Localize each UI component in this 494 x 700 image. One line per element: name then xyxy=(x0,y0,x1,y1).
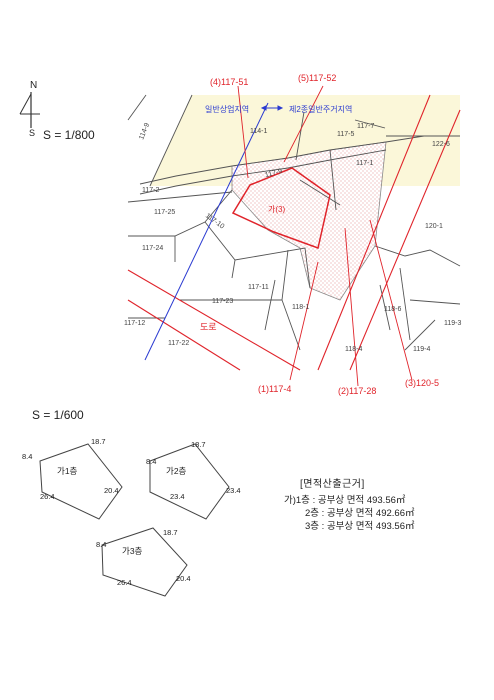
floor2-top-dim: 18.7 xyxy=(191,440,206,449)
parcel-120-1: 120-1 xyxy=(425,223,443,230)
floor3-right-dim: 20.4 xyxy=(176,574,191,583)
south-label: S xyxy=(29,128,36,138)
map-scale: S = 1/800 xyxy=(43,128,95,142)
callout-leaders xyxy=(237,85,413,387)
road-label: 도로 xyxy=(200,322,217,332)
parcel-117-23: 117-23 xyxy=(212,298,234,305)
floor2-bottom-dim: 23.4 xyxy=(170,492,185,501)
parcel-117-7: 117-7 xyxy=(357,123,375,130)
parcel-117-22: 117-22 xyxy=(168,340,190,347)
zone-label-commercial: 일반상업지역 xyxy=(205,105,250,114)
floor2-label: 가2층 xyxy=(166,466,187,476)
zone-boundary-line xyxy=(144,102,269,361)
floor3-top-dim: 18.7 xyxy=(163,528,178,537)
floor-scale: S = 1/600 xyxy=(32,408,84,422)
zone-label-residential: 제2종일반주거지역 xyxy=(289,105,353,114)
parcel-118-6: 118-6 xyxy=(384,306,402,313)
north-label: N xyxy=(30,80,38,91)
parcel-118-4: 118-4 xyxy=(345,346,363,353)
site-outline xyxy=(231,167,331,249)
callout-117-28: (2)117-28 xyxy=(338,386,377,396)
floor1-bottom-dim: 26.4 xyxy=(40,492,55,501)
floor-plans xyxy=(39,443,230,597)
parcel-122-6: 122-6 xyxy=(432,141,450,148)
parcel-119-4: 119-4 xyxy=(413,346,431,353)
road-boundary xyxy=(127,94,461,371)
floor3-bottom-dim: 26.4 xyxy=(117,578,132,587)
parcel-117-2: 117-2 xyxy=(142,187,160,194)
floor3-left-dim: 8.4 xyxy=(96,540,107,549)
north-arrow-icon xyxy=(19,92,40,128)
floor3-label: 가3층 xyxy=(122,546,143,556)
callout-117-52: (5)117-52 xyxy=(298,73,337,83)
floor1-top-dim: 18.7 xyxy=(91,437,106,446)
parcel-117-12: 117-12 xyxy=(124,320,146,327)
parcel-117-11: 117-11 xyxy=(248,284,269,291)
callout-120-5: (3)120-5 xyxy=(405,378,440,388)
floor1-left-dim: 8.4 xyxy=(22,452,33,461)
floor1-right-dim: 20.4 xyxy=(104,486,119,495)
parcel-114-1: 114-1 xyxy=(250,128,268,135)
parcel-117-5: 117-5 xyxy=(337,131,355,138)
area-notes-title: [면적산출근거] xyxy=(300,479,365,490)
parcel-117-24: 117-24 xyxy=(142,245,164,252)
zone-arrow-icon xyxy=(260,105,284,111)
parcel-119-3: 119-3 xyxy=(444,320,462,327)
area-note-floor2: 2층 : 공부상 면적 492.66㎡ xyxy=(305,508,415,519)
site-label: 가(3) xyxy=(268,205,286,214)
area-note-floor1: 가)1층 : 공부상 면적 493.56㎡ xyxy=(284,495,406,506)
callout-117-4: (1)117-4 xyxy=(258,384,292,394)
floor1-label: 가1층 xyxy=(57,466,78,476)
floor2-right-dim: 23.4 xyxy=(226,486,241,495)
parcel-118-1: 118-1 xyxy=(292,304,310,311)
parcel-117-25: 117-25 xyxy=(154,209,176,216)
floor2-left-dim: 8.4 xyxy=(146,457,157,466)
parcel-117-1: 117-1 xyxy=(356,160,374,167)
callout-117-51: (4)117-51 xyxy=(210,77,249,87)
area-note-floor3: 3층 : 공부상 면적 493.56㎡ xyxy=(305,521,415,532)
